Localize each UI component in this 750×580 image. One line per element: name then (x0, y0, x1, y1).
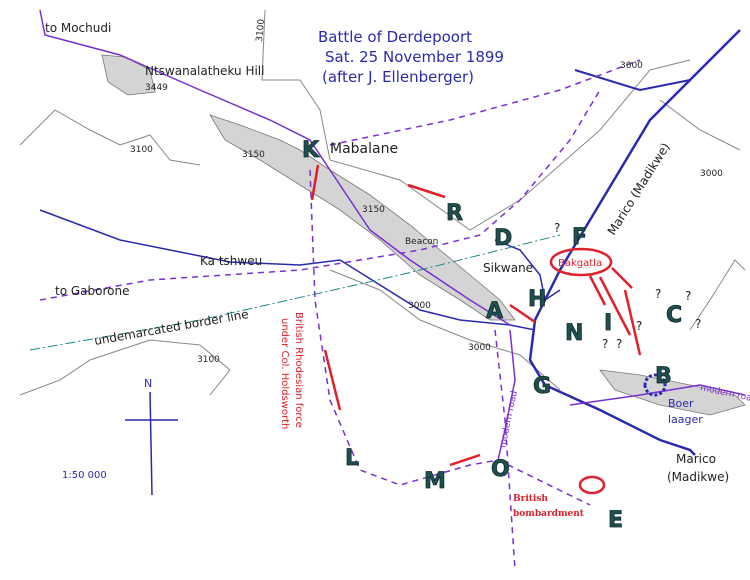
label-modern-road-south: modern road (498, 390, 520, 449)
north-label: N (144, 377, 152, 390)
arrow-m (449, 453, 481, 467)
label-to-mochudi: to Mochudi (45, 21, 111, 35)
question-mark: ? (636, 319, 642, 333)
position-o: O (491, 457, 510, 482)
position-g: G (533, 374, 551, 399)
contour-lines (19, 9, 746, 396)
position-f: F (572, 225, 587, 250)
contour-label: 3000 (408, 301, 431, 311)
dashed-track-1 (329, 59, 641, 146)
position-i: I (604, 311, 612, 336)
label-british: British (513, 494, 548, 504)
position-l: L (345, 446, 359, 471)
label-sikwane: Sikwane (483, 261, 533, 275)
katshweu-river (39, 209, 536, 331)
roads (39, 9, 746, 571)
contour-label: 3150 (362, 205, 385, 215)
mochudi-road (39, 9, 511, 326)
label-madikwe-lower: (Madikwe) (667, 470, 729, 484)
position-n: N (565, 321, 583, 346)
label-boer: Boer (668, 397, 694, 410)
label-katshweu: Ka tshweu (200, 254, 262, 268)
question-mark: ? (655, 287, 661, 301)
question-mark: ? (602, 337, 608, 351)
label-bakgatla: Bakgatla (558, 258, 602, 269)
label-bombardment: bombardment (513, 509, 585, 519)
label-hill: Ntswanalatheku Hill (145, 64, 264, 78)
label-force-1: British Rhodesian force (293, 312, 304, 428)
contour-label: 3000 (620, 61, 643, 71)
contour-label: 3150 (242, 150, 265, 160)
position-k: K (302, 138, 320, 163)
label-marico-upper: Marico (Madikwe) (605, 140, 673, 237)
attack-arrows (310, 164, 642, 495)
label-force-2: under Col. Holdsworth (279, 318, 290, 429)
label-mabalane: Mabalane (330, 141, 398, 157)
question-marks: ? ? ? ? ? ? ? (554, 221, 701, 351)
arrow-b1 (588, 275, 607, 306)
contour-label: 3100 (255, 18, 267, 42)
arrow-b4 (611, 267, 633, 289)
position-h: H (528, 287, 546, 312)
title-line3: (after J. Ellenberger) (322, 68, 474, 86)
arrow-b2 (598, 276, 632, 336)
dashed-track-2 (39, 89, 601, 301)
contour-label: 3000 (468, 343, 491, 353)
contour-label: 3100 (130, 145, 153, 155)
position-e: E (608, 508, 623, 533)
position-a: A (486, 299, 503, 324)
laager-hill (599, 369, 746, 416)
label-marico-lower: Marico (676, 452, 716, 466)
modern-road-east (569, 384, 746, 406)
position-r: R (446, 201, 463, 226)
arrow-a (509, 303, 536, 324)
holdsworth-route (309, 169, 591, 506)
position-b: B (655, 364, 672, 389)
contour-label: 3000 (700, 169, 723, 179)
label-beacon: Beacon (405, 237, 438, 247)
arrow-l (323, 349, 342, 411)
marico-river (528, 29, 741, 456)
question-mark: ? (695, 317, 701, 331)
modern-road (497, 329, 516, 461)
question-mark: ? (685, 289, 691, 303)
arrow-k (310, 164, 320, 201)
boer-laager-gear (643, 373, 667, 397)
question-mark: ? (554, 221, 560, 235)
position-m: M (424, 469, 446, 494)
position-c: C (666, 303, 682, 328)
north-arrow (125, 391, 178, 496)
position-d: D (494, 226, 512, 251)
label-hill-height: 3449 (145, 83, 168, 93)
scale-label: 1:50 000 (62, 470, 107, 481)
arrow-b3 (623, 289, 642, 356)
dashed-track-3 (494, 329, 516, 571)
label-to-gaborone: to Gaborone (55, 284, 129, 298)
question-mark: ? (616, 337, 622, 351)
title-line1: Battle of Derdepoort (318, 28, 472, 46)
bombardment-ellipse (578, 475, 606, 495)
contour-label: 3100 (197, 355, 220, 365)
marico-tributary (574, 69, 691, 92)
border-line (29, 234, 561, 351)
label-laager: laager (668, 413, 703, 426)
arrow-r (407, 183, 446, 199)
bakgatla-ellipse (549, 247, 613, 277)
title-line2: Sat. 25 November 1899 (325, 48, 504, 66)
